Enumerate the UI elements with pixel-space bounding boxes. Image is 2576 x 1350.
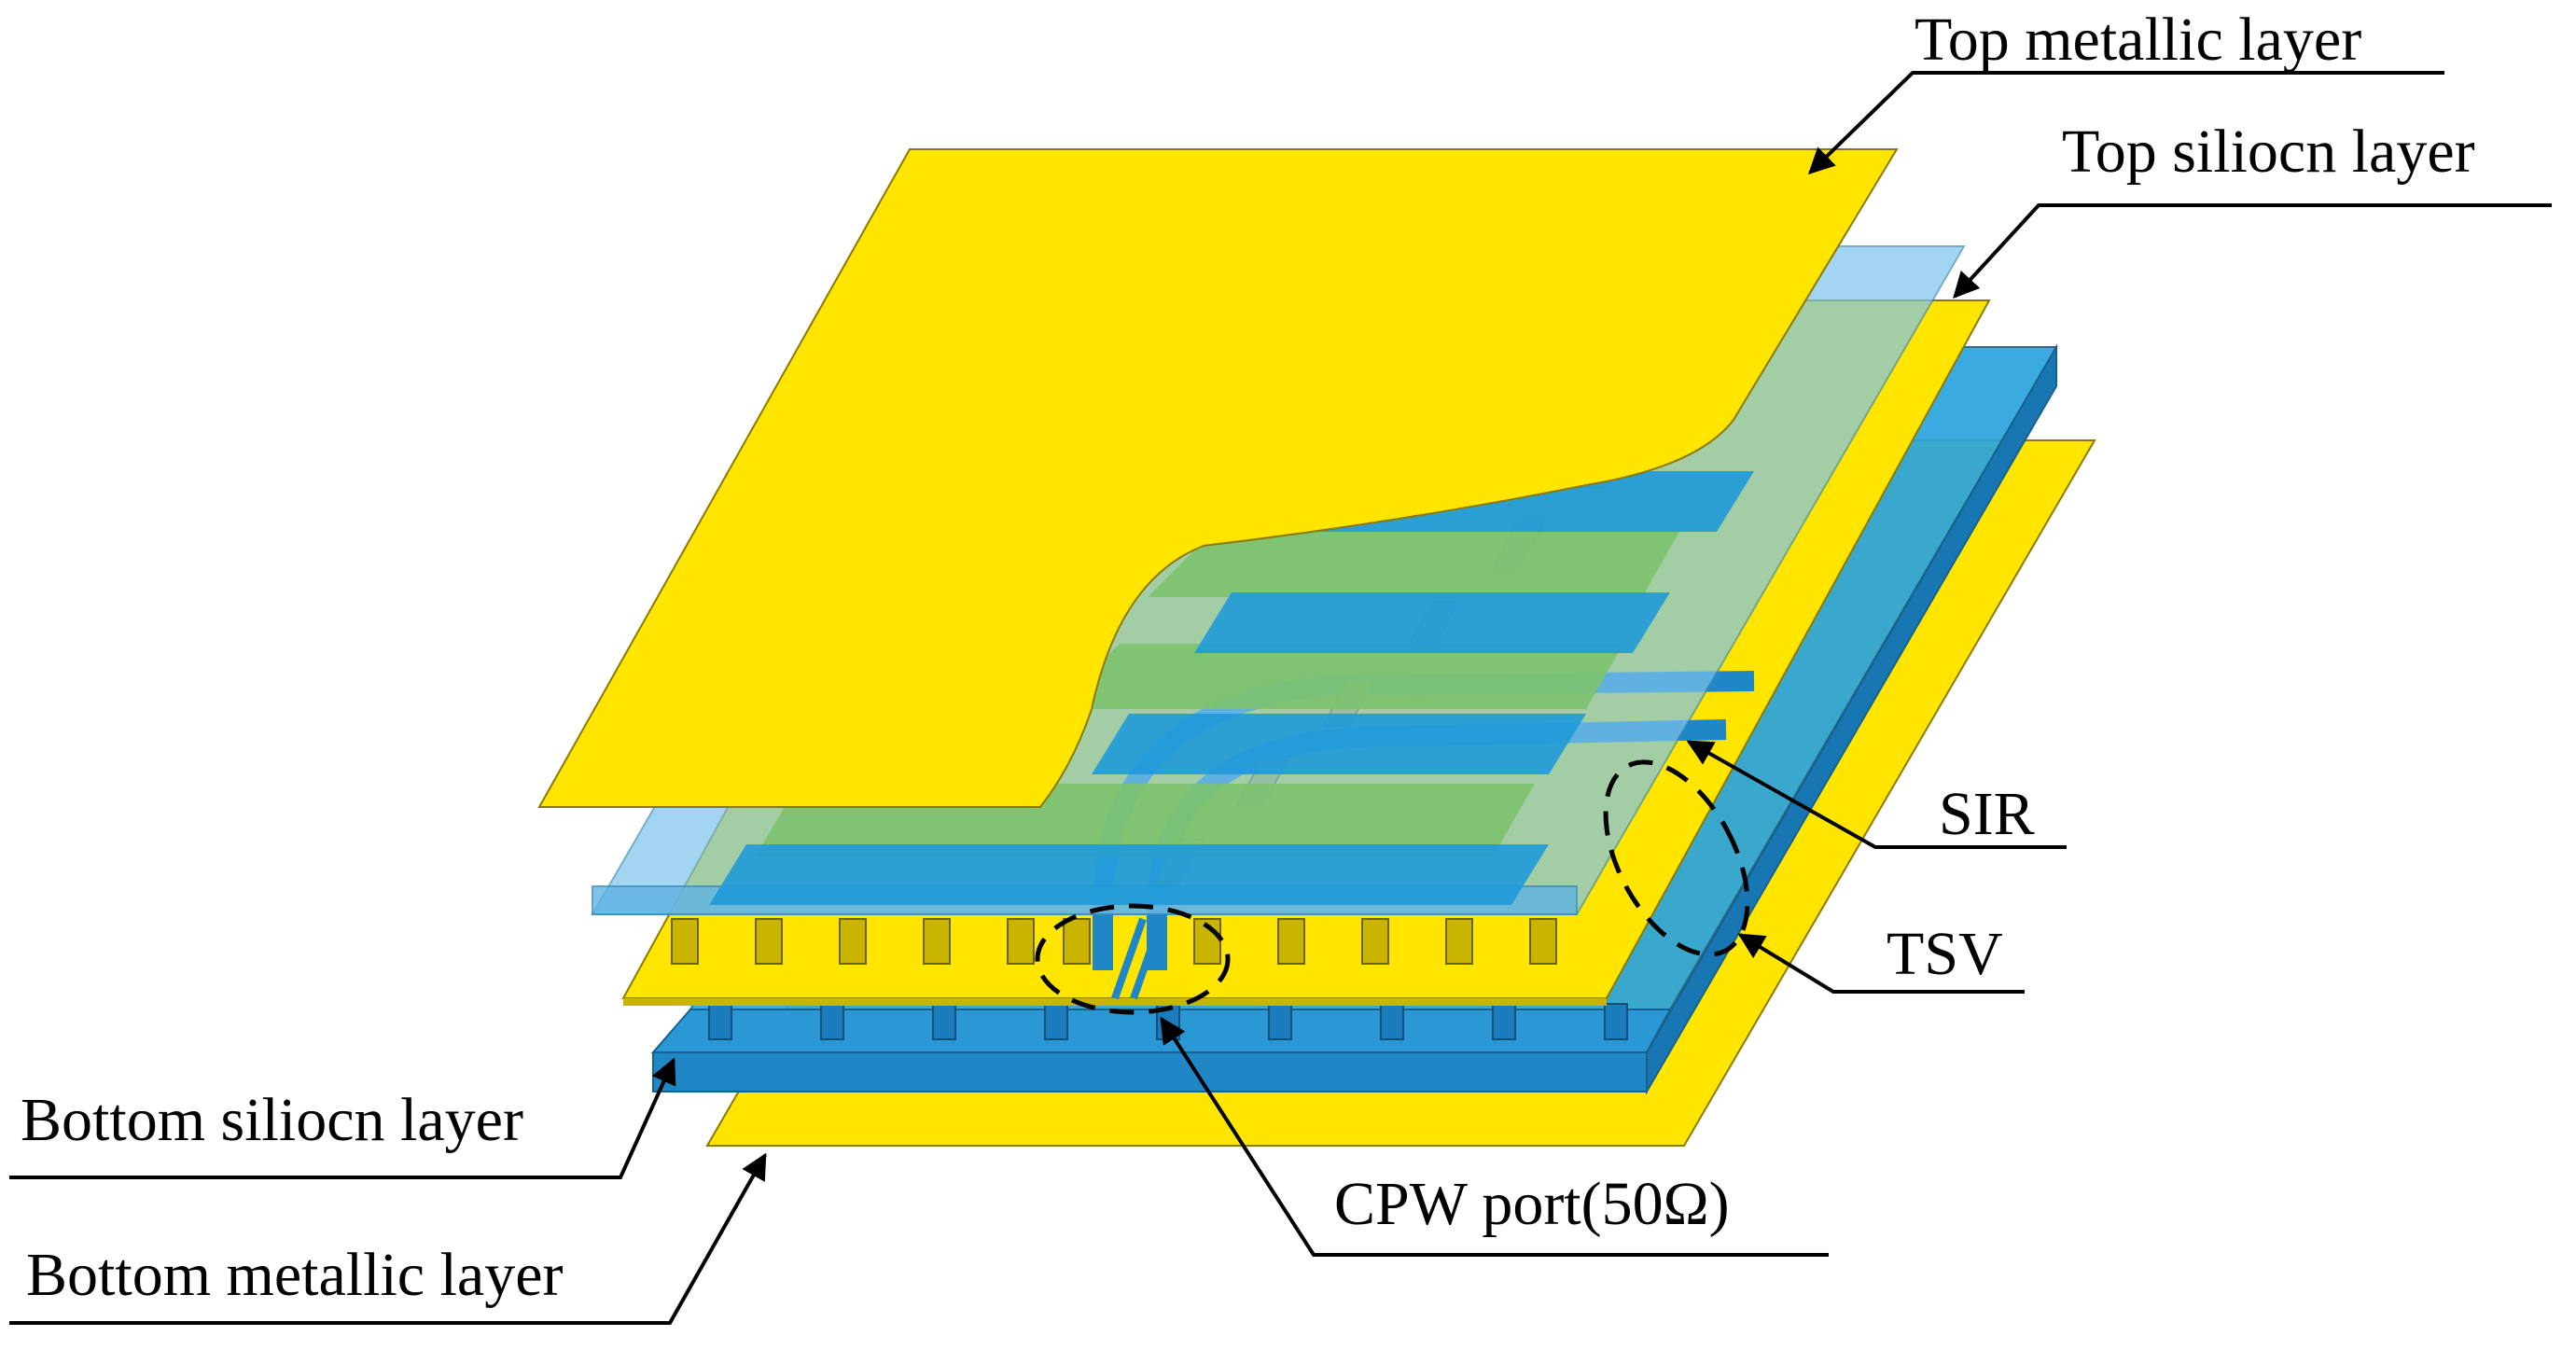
label-sir: SIR	[1939, 780, 2035, 848]
label-cpw-port: CPW port(50Ω)	[1334, 1170, 1730, 1238]
dashed-ellipse-icon	[1035, 759, 1750, 1015]
arrow-icon	[1686, 740, 2067, 849]
middle-tsv-row	[671, 918, 1557, 965]
label-bottom-silicon-layer: Bottom siliocn layer	[21, 1086, 523, 1154]
top-metallic-layer	[537, 148, 1899, 808]
tsv-highlight	[1603, 759, 1750, 957]
arrow-icon	[1737, 933, 2025, 994]
cpw-port-highlight	[1035, 903, 1231, 1015]
label-bottom-metallic-layer: Bottom metallic layer	[26, 1241, 564, 1309]
arrow-icon	[9, 1152, 767, 1325]
arrow-icon	[9, 1057, 676, 1179]
label-top-metallic-layer: Top metallic layer	[1915, 6, 2362, 74]
arrow-icon	[1160, 1016, 1829, 1257]
arrow-icon	[1953, 203, 2552, 299]
callouts	[9, 71, 2552, 1325]
label-top-silicon-layer: Top siliocn layer	[2062, 118, 2475, 186]
label-tsv: TSV	[1887, 920, 2003, 988]
cpw-feed	[1111, 917, 1165, 1000]
arrow-icon	[1807, 71, 2444, 174]
